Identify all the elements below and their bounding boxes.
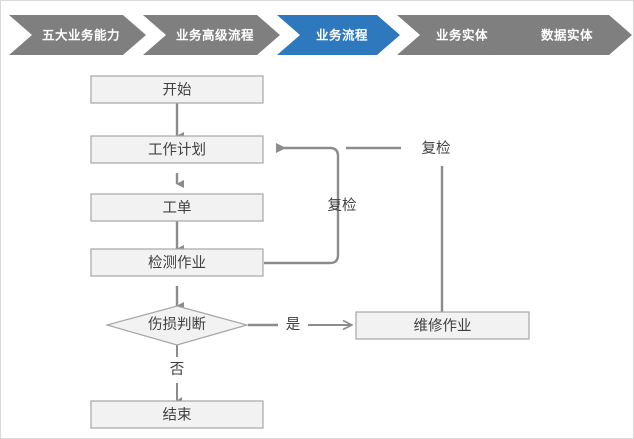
breadcrumb-item-0[interactable]: 五大业务能力 [9,15,146,55]
breadcrumb-chevron-0 [9,15,146,55]
node-repair[interactable]: 维修作业 [355,311,530,340]
node-repair-shape [355,311,530,340]
breadcrumb-chevron-1 [143,15,280,55]
node-end-label: 结束 [163,406,192,423]
node-start-label: 开始 [163,81,192,98]
node-plan-label: 工作计划 [148,141,206,158]
node-start[interactable]: 开始 [90,75,264,104]
edge-recheck-inner [264,143,340,265]
breadcrumb-item-4[interactable]: 数据实体 [495,15,632,55]
node-end[interactable]: 结束 [90,400,264,429]
node-end-shape [90,400,264,429]
node-judge-shape [104,305,250,346]
breadcrumb-label-4: 数据实体 [540,27,593,42]
breadcrumb-label-0: 五大业务能力 [42,27,120,42]
node-start-shape [90,75,264,104]
breadcrumb-item-3[interactable]: 业务实体 [397,15,520,55]
node-plan-shape [90,135,264,164]
node-inspect-label: 检测作业 [148,254,206,271]
node-inspect[interactable]: 检测作业 [90,248,264,277]
node-judge-label: 伤损判断 [148,316,206,333]
node-plan[interactable]: 工作计划 [90,135,264,164]
edge-label-recheck-inner: 复检 [328,196,357,214]
node-repair-label: 维修作业 [414,317,472,334]
node-inspect-shape [90,248,264,277]
breadcrumb-label-2: 业务流程 [316,27,368,42]
breadcrumb: 五大业务能力 业务高级流程 业务流程 业务实体 数据实体 [1,13,633,57]
node-order-label: 工单 [163,199,192,216]
breadcrumb-item-1[interactable]: 业务高级流程 [143,15,280,55]
edge-label-yes: 是 [286,317,301,333]
breadcrumb-label-1: 业务高级流程 [176,27,254,42]
node-judge[interactable]: 伤损判断 [104,305,250,346]
breadcrumb-chevron-3 [397,15,520,55]
node-order[interactable]: 工单 [90,193,264,222]
breadcrumb-item-2[interactable]: 业务流程 [277,15,400,55]
breadcrumb-label-3: 业务实体 [436,27,488,42]
edge-label-recheck-outer: 复检 [422,139,451,157]
breadcrumb-chevron-4 [495,15,632,55]
flowchart-canvas: 开始 工作计划 工单 检测作业 伤损判断 [1,57,633,438]
breadcrumb-chevron-2 [277,15,400,55]
node-order-shape [90,193,264,222]
edge-label-no: 否 [170,362,185,378]
